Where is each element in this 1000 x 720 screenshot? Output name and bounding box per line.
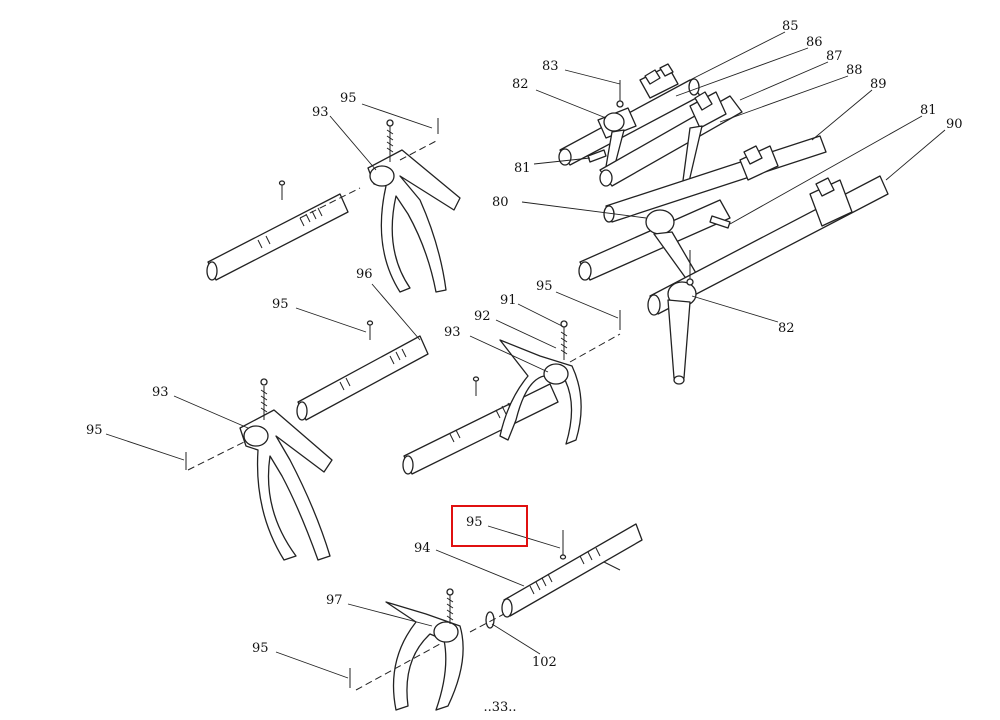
page-number: ..33.. [483, 700, 517, 715]
callout-93-upper: 93 [312, 105, 329, 120]
callout-85: 85 [782, 19, 799, 34]
callout-81-lower: 81 [920, 103, 937, 118]
callout-90: 90 [946, 117, 963, 132]
highlight-box [451, 505, 528, 547]
leader-lines [105, 31, 946, 679]
callout-94: 94 [414, 541, 431, 556]
callout-95-middle-right: 95 [536, 279, 553, 294]
callout-96: 96 [356, 267, 373, 282]
callout-95-upper: 95 [340, 91, 357, 106]
upper-left-fork-assembly [206, 118, 461, 293]
callout-87: 87 [826, 49, 843, 64]
callout-82-upper: 82 [512, 77, 529, 92]
callout-89: 89 [870, 77, 887, 92]
callout-86: 86 [806, 35, 823, 50]
callout-80: 80 [492, 195, 509, 210]
callout-95-left: 95 [86, 423, 103, 438]
callout-91: 91 [500, 293, 517, 308]
callout-95-highlighted: 95 [466, 515, 483, 530]
callout-93-middle-left: 93 [152, 385, 169, 400]
callout-82-lower: 82 [778, 321, 795, 336]
callout-92: 92 [474, 309, 491, 324]
callout-97: 97 [326, 593, 343, 608]
middle-right-fork-assembly [402, 310, 621, 475]
callout-88: 88 [846, 63, 863, 78]
callout-83: 83 [542, 59, 559, 74]
callout-81-upper: 81 [514, 161, 531, 176]
callout-95-bottom: 95 [252, 641, 269, 656]
callout-93-middle-right: 93 [444, 325, 461, 340]
bottom-fork-assembly [349, 523, 643, 711]
top-right-shift-rail-assembly [558, 63, 889, 385]
middle-left-fork-assembly [185, 320, 429, 561]
callout-102: 102 [532, 655, 557, 670]
callout-95-middle-left: 95 [272, 297, 289, 312]
callout-labels: 85 86 87 88 89 83 82 81 80 81 90 82 95 9… [86, 19, 963, 670]
